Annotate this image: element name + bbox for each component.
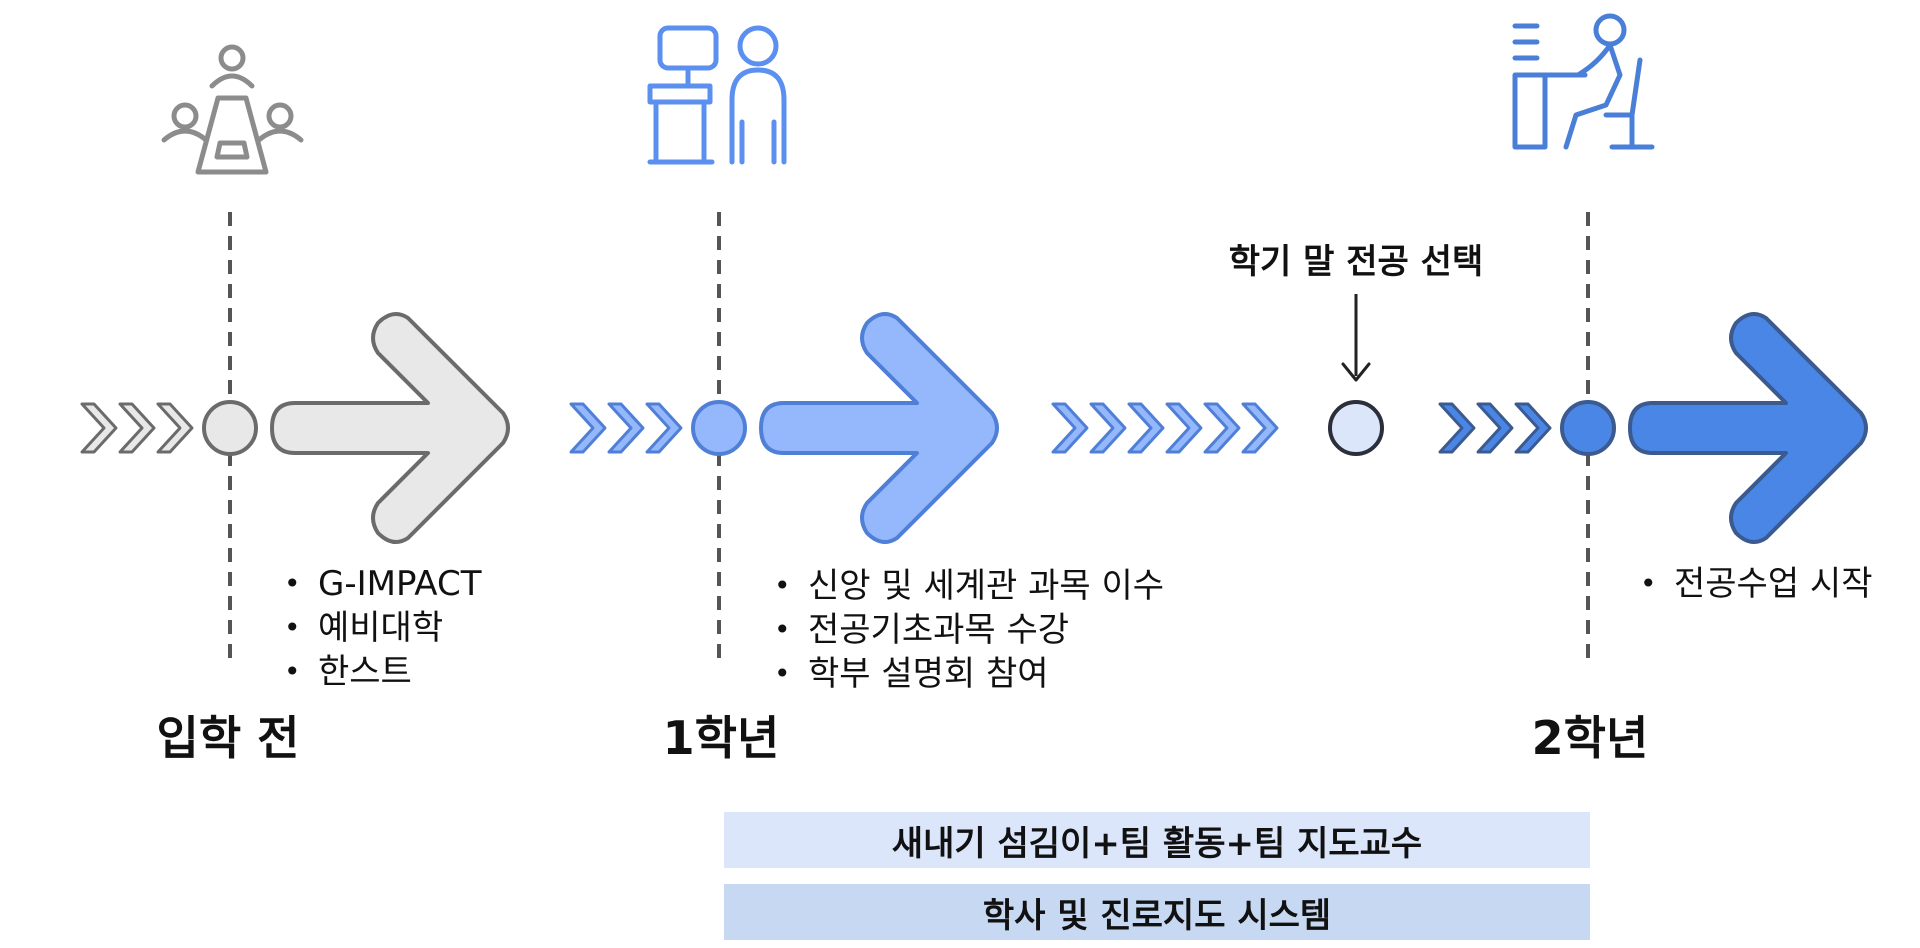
meeting-table-icon xyxy=(161,44,304,175)
bullets-year1: 신앙 및 세계관 과목 이수 전공기초과목 수강 학부 설명회 참여 xyxy=(774,564,1164,696)
milestone-label: 학기 말 전공 선택 xyxy=(1228,242,1484,282)
band-guidance-system: 학사 및 진로지도 시스템 xyxy=(724,884,1590,940)
arrow-year2 xyxy=(1628,312,1868,544)
list-item: 예비대학 xyxy=(284,606,481,650)
milestone-pointer-head xyxy=(1341,362,1371,382)
list-item: 한스트 xyxy=(284,650,481,694)
list-item: G-IMPACT xyxy=(284,562,481,606)
node-year2 xyxy=(1560,400,1616,456)
stage-label-year2: 2학년 xyxy=(1531,711,1649,765)
bullets-pre: G-IMPACT 예비대학 한스트 xyxy=(284,562,481,694)
node-pre xyxy=(202,400,258,456)
stage-label-pre: 입학 전 xyxy=(156,711,300,765)
stage-label-year1: 1학년 xyxy=(662,711,780,765)
chevrons-pre xyxy=(80,402,194,454)
person-at-desk-icon xyxy=(1512,13,1655,150)
band-mentoring: 새내기 섬김이+팀 활동+팀 지도교수 xyxy=(724,812,1590,868)
milestone-node xyxy=(1328,400,1384,456)
list-item: 신앙 및 세계관 과목 이수 xyxy=(774,564,1164,608)
list-item: 전공수업 시작 xyxy=(1640,562,1873,606)
arrow-pre xyxy=(270,312,510,544)
chevrons-year2 xyxy=(1438,402,1552,454)
arrow-year1 xyxy=(759,312,999,544)
list-item: 학부 설명회 참여 xyxy=(774,652,1164,696)
bullets-year2: 전공수업 시작 xyxy=(1640,562,1873,606)
list-item: 전공기초과목 수강 xyxy=(774,608,1164,652)
chevrons-transition xyxy=(1051,402,1279,454)
node-year1 xyxy=(691,400,747,456)
computer-desk-person-icon xyxy=(647,25,787,165)
chevrons-year1 xyxy=(569,402,683,454)
